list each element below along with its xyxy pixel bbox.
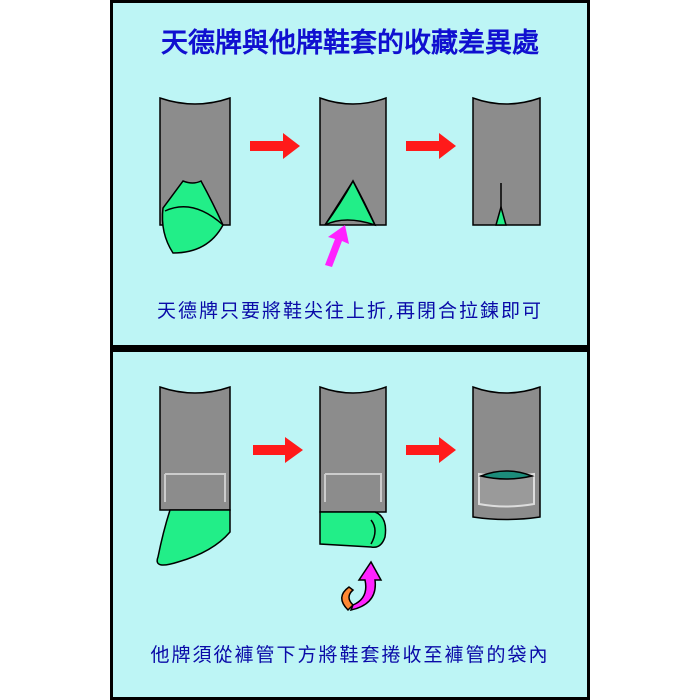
pant-leg-3 xyxy=(472,96,541,226)
pant-leg-2 xyxy=(319,96,387,226)
pant-leg-4 xyxy=(159,385,231,511)
roll-up-arrow xyxy=(349,560,383,612)
right-arrow-1 xyxy=(250,133,300,159)
pant-leg-5 xyxy=(319,385,387,513)
bottom-panel-other-brand: 他牌須從褲管下方將鞋套捲收至褲管的袋內 xyxy=(113,352,587,697)
top-illustration xyxy=(159,96,541,267)
diagram-frame: 天德牌與他牌鞋套的收藏差異處 xyxy=(110,0,590,700)
diagram-title: 天德牌與他牌鞋套的收藏差異處 xyxy=(161,28,539,59)
shoe-cover-3 xyxy=(495,204,507,226)
top-panel-tiande: 天德牌與他牌鞋套的收藏差異處 xyxy=(113,3,587,345)
stored-cover xyxy=(478,470,535,480)
right-arrow-3 xyxy=(253,437,303,463)
top-caption: 天德牌只要將鞋尖往上折,再閉合拉鍊即可 xyxy=(156,300,544,322)
rolled-cover xyxy=(319,511,387,549)
right-arrow-4 xyxy=(406,437,456,463)
fold-up-arrow xyxy=(325,225,349,267)
right-arrow-2 xyxy=(406,133,456,159)
bottom-caption: 他牌須從褲管下方將鞋套捲收至褲管的袋內 xyxy=(150,644,550,666)
roll-up-arrow-orange xyxy=(341,586,355,612)
bottom-illustration xyxy=(156,385,541,612)
shoe-cover-1 xyxy=(161,180,224,254)
shoe-cover-4 xyxy=(156,509,231,566)
